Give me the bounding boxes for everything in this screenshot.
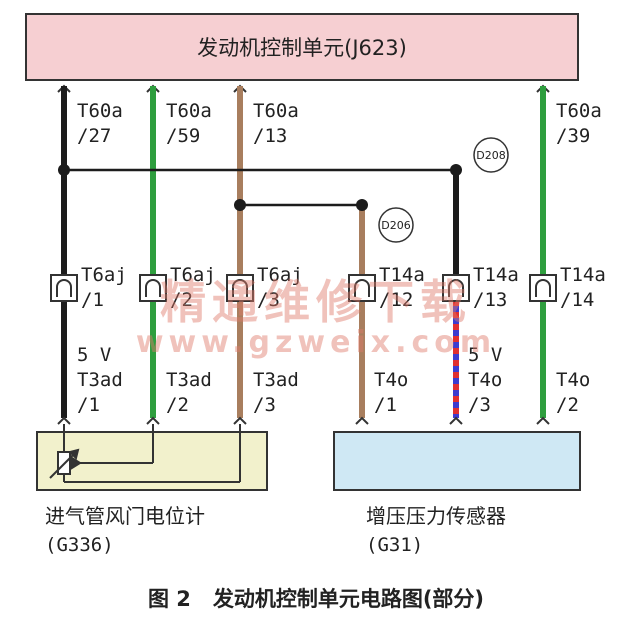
figure-caption: 图 2 发动机控制单元电路图(部分) [148,587,484,611]
pin-label: T14a [473,264,519,286]
pin-label: /59 [166,125,200,147]
pin-label: T4o [556,369,590,391]
connector-c2 [139,274,167,302]
pin-label: /2 [166,394,189,416]
potentiometer-icon [49,424,241,483]
g31-name: 增压压力传感器 [366,504,506,528]
pin-label: /3 [468,394,491,416]
pin-label: /1 [374,394,397,416]
pin-label: T6aj [81,264,127,286]
junction-dot [234,199,246,211]
pin-label: T4o [374,369,408,391]
g336-name: 进气管风门电位计 [45,504,205,528]
svg-text:D208: D208 [476,149,505,162]
ecu-box [25,13,579,81]
watermark-url: www.gzweix.com [136,325,496,360]
splice-d206: D206 [378,207,414,243]
ecu-pin-ticks [57,84,550,93]
pin-label: /3 [257,289,280,311]
pin-label: /2 [170,289,193,311]
g31-sensor-box [333,431,581,491]
pin-label: /1 [77,394,100,416]
pin-label: /13 [473,289,507,311]
pin-label: /14 [560,289,594,311]
pin-label: 5 V [77,344,111,366]
pin-label: /1 [81,289,104,311]
pin-label: T3ad [253,369,299,391]
connector-c5 [442,274,470,302]
pin-label: T60a [166,100,212,122]
connector-c1 [50,274,78,302]
pin-label: T3ad [166,369,212,391]
junction-dot [58,164,70,176]
g31-code: (G31) [366,534,423,556]
connector-c3 [226,274,254,302]
pin-label: T60a [253,100,299,122]
splice-d208: D208 [473,137,509,173]
junction-dot [356,199,368,211]
pin-label: /3 [253,394,276,416]
pin-label: /2 [556,394,579,416]
svg-text:D206: D206 [381,219,410,232]
pin-label: /12 [379,289,413,311]
pin-label: T14a [379,264,425,286]
watermark-text: 精通维修下载 [160,275,472,329]
ecu-label: 发动机控制单元(J623) [197,36,407,60]
pin-label: /27 [77,125,111,147]
pin-label: T4o [468,369,502,391]
pin-label: T14a [560,264,606,286]
junction-dot [450,164,462,176]
connector-c4 [348,274,376,302]
pin-label: 5 V [468,344,502,366]
pin-label: /39 [556,125,590,147]
pin-label: T6aj [170,264,216,286]
pin-label: T6aj [257,264,303,286]
pin-label: T60a [77,100,123,122]
connector-c6 [529,274,557,302]
pin-label: /13 [253,125,287,147]
wire-brown-branch [240,203,365,418]
sensor-pin-ticks [57,416,550,425]
pin-label: T60a [556,100,602,122]
g336-code: (G336) [45,534,114,556]
pin-label: T3ad [77,369,123,391]
